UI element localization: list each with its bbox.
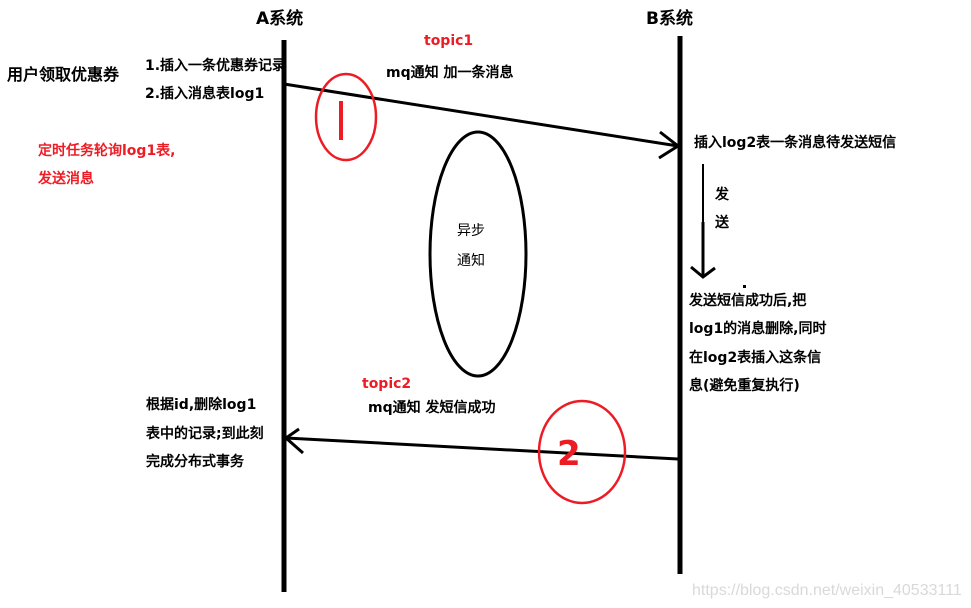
async-text-line-2: 通知 bbox=[457, 253, 485, 269]
send-char-1: 发 bbox=[715, 187, 729, 203]
send-arrow bbox=[690, 164, 746, 288]
scheduled-task-line-2: 发送消息 bbox=[38, 171, 94, 187]
user-action-label: 用户领取优惠券 bbox=[7, 65, 120, 84]
a-step-2: 2.插入消息表log1 bbox=[145, 86, 265, 102]
marker-2-ellipse bbox=[537, 399, 627, 505]
async-ellipse bbox=[428, 130, 528, 378]
send-char-2: 送 bbox=[715, 215, 729, 231]
message2-arrow bbox=[283, 427, 679, 461]
watermark: https://blog.csdn.net/weixin_40533111 bbox=[692, 582, 962, 599]
message1-topic: topic1 bbox=[424, 33, 474, 49]
b-result-line-4: 息(避免重复执行) bbox=[689, 378, 800, 394]
marker-1 bbox=[314, 72, 378, 162]
a-final-line-3: 完成分布式事务 bbox=[146, 454, 244, 470]
b-result-line-2: log1的消息删除,同时 bbox=[689, 321, 827, 337]
lifeline-b-title: B系统 bbox=[646, 9, 693, 29]
marker-2-number: 2 bbox=[557, 434, 581, 474]
message2-label: mq通知 发短信成功 bbox=[368, 400, 496, 416]
a-step-1: 1.插入一条优惠券记录 bbox=[145, 58, 287, 74]
message1-label: mq通知 加一条消息 bbox=[386, 65, 514, 81]
message2-topic: topic2 bbox=[362, 376, 412, 392]
lifeline-a-title: A系统 bbox=[256, 9, 304, 29]
scheduled-task-line-1: 定时任务轮询log1表, bbox=[38, 143, 176, 159]
a-final-line-1: 根据id,删除log1 bbox=[146, 397, 257, 413]
message1-arrow bbox=[283, 82, 681, 160]
a-final-line-2: 表中的记录;到此刻 bbox=[146, 426, 264, 442]
b-result-line-3: 在log2表插入这条信 bbox=[689, 350, 822, 366]
b-insert-label: 插入log2表一条消息待发送短信 bbox=[694, 135, 897, 151]
async-text-line-1: 异步 bbox=[457, 223, 485, 239]
b-result-line-1: 发送短信成功后,把 bbox=[689, 293, 807, 309]
